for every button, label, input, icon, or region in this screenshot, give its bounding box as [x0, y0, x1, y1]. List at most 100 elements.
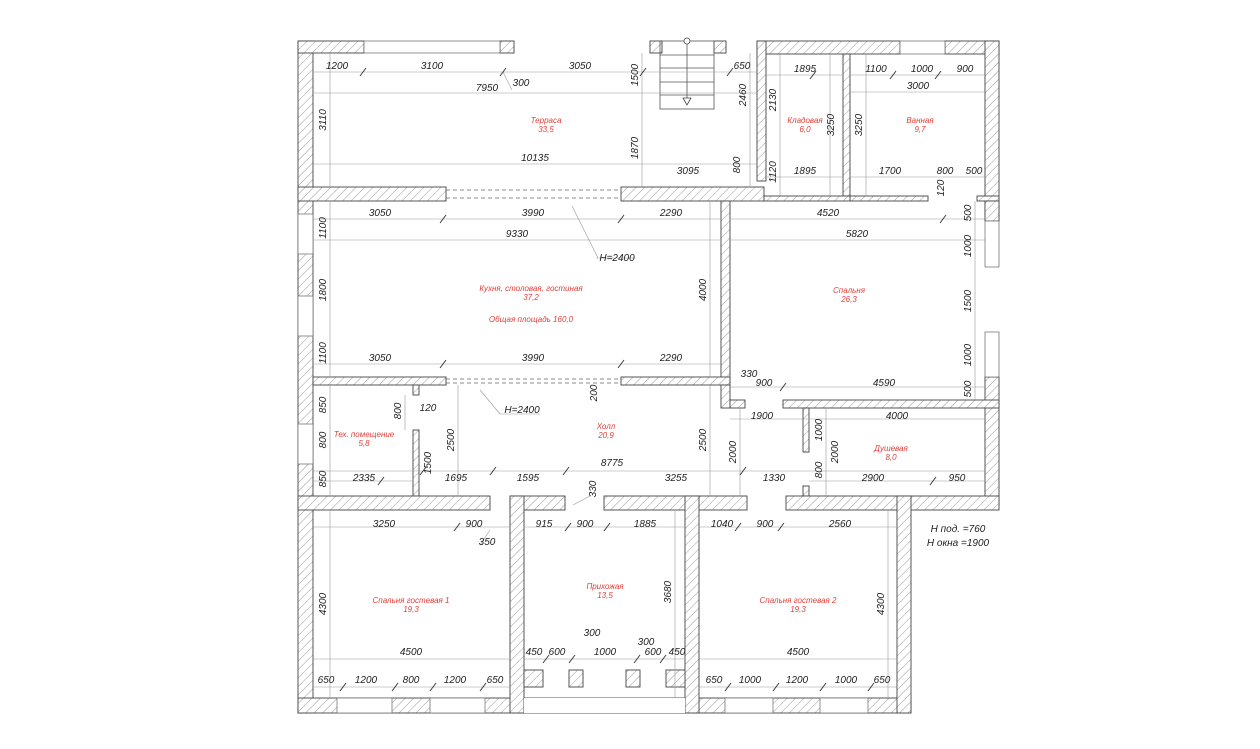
shower-partition-upper [802, 407, 810, 453]
dim-label: 4000 [886, 411, 909, 422]
dim-label: 2560 [828, 519, 852, 530]
windows [297, 40, 1000, 714]
dimension-ticks [339, 67, 947, 692]
dim-label: 300 [584, 628, 601, 639]
room-name-entry: Прихожая [586, 582, 624, 591]
guest1-entry-partition [509, 495, 525, 714]
pantry-top-wall [756, 40, 901, 55]
dim-label: 2500 [698, 428, 709, 452]
room-area-pantry: 6,0 [799, 125, 811, 134]
entry-guest2-partition [684, 495, 700, 714]
dim-label: 3050 [369, 353, 392, 364]
window-bath-top [899, 40, 946, 55]
hall-bedroom-stub-2 [729, 399, 746, 409]
dim-label: 3250 [854, 113, 865, 136]
annotations: H=2400 H=2400 H под. =760 H окна =1900 [504, 253, 989, 549]
dim-label: 950 [949, 473, 966, 484]
stairs [659, 37, 715, 110]
dim-label: 4590 [873, 378, 896, 389]
height-mark-upper: H=2400 [599, 253, 635, 264]
dim-label: 1000 [835, 675, 858, 686]
room-area-guest2: 19,3 [790, 605, 806, 614]
kitchen-bedroom-partition [720, 200, 731, 388]
dim-label: 2900 [861, 473, 885, 484]
outer-wall-right-mid [984, 200, 1000, 222]
dim-label: 850 [318, 470, 329, 487]
dim-label: 3990 [522, 208, 545, 219]
dim-label: 3250 [826, 113, 837, 136]
dim-label: 7950 [476, 83, 499, 94]
dim-label: 1000 [911, 64, 934, 75]
room-name-terrace: Терраса [531, 116, 562, 125]
dim-label: 915 [536, 519, 553, 530]
room-name-guest1: Спальня гостевая 1 [373, 596, 450, 605]
entry-pier-right [665, 669, 686, 688]
entry-pier-mid-right [625, 669, 641, 688]
dim-label: 650 [706, 675, 723, 686]
dim-label: 1500 [630, 63, 641, 86]
terrace-top-wall-left [297, 40, 365, 54]
outer-wall-right-guest [896, 495, 912, 714]
outer-wall-right-top [984, 40, 1000, 222]
room-name-bedroom: Спальня [833, 286, 866, 295]
dim-label: 4300 [876, 592, 887, 615]
dim-label: 800 [318, 431, 329, 448]
dim-label: 1895 [794, 64, 817, 75]
pantry-left-wall [756, 40, 767, 182]
dim-label: 4300 [318, 592, 329, 615]
hall-bedroom-stub [720, 384, 731, 409]
dim-label: 200 [589, 384, 600, 402]
dim-label: 800 [393, 402, 404, 419]
dim-label: 2290 [659, 208, 683, 219]
terrace-column-2 [649, 40, 663, 54]
room-name-tech: Тех. помещение [334, 430, 395, 439]
height-mark-lower: H=2400 [504, 405, 540, 416]
kitchen-bottom-wall-left [312, 376, 447, 386]
entry-pier-left [523, 669, 544, 688]
kitchen-bottom-wall-right [620, 376, 731, 386]
dim-label: 3100 [421, 61, 444, 72]
shower-partition-lower [802, 485, 810, 497]
dim-label: 1120 [768, 161, 779, 183]
dim-label: 3050 [569, 61, 592, 72]
room-area-bedroom: 26,3 [840, 295, 857, 304]
dim-label: 1500 [963, 289, 974, 312]
dim-label: 3110 [318, 109, 329, 131]
dim-label: 2460 [738, 83, 749, 107]
window-bedroom-right-2 [984, 331, 1000, 378]
dim-label: 120 [420, 403, 437, 414]
window-guest1-bottom-1 [336, 697, 393, 714]
dim-label: 450 [526, 647, 543, 658]
tech-room-partition [412, 429, 420, 497]
terrace-bottom-wall-right [620, 186, 765, 202]
dim-label: 1900 [751, 411, 774, 422]
room-name-kitchen: Кухня, столовая, гостиная [479, 284, 583, 293]
dim-label: 800 [937, 166, 954, 177]
dim-label: 500 [966, 166, 983, 177]
dim-label: 3255 [665, 473, 688, 484]
dim-label: 330 [588, 480, 599, 497]
room-name-guest2: Спальня гостевая 2 [760, 596, 838, 605]
dim-label: 1000 [594, 647, 617, 658]
window-guest2-bottom-1 [724, 697, 774, 714]
dim-label: 3990 [522, 353, 545, 364]
dim-label: 900 [756, 378, 773, 389]
note-window-height: H окна =1900 [927, 538, 990, 549]
dim-label: 800 [814, 461, 825, 478]
dim-label: 1870 [630, 136, 641, 159]
dim-label: 2130 [768, 88, 779, 112]
dim-label: 850 [318, 396, 329, 413]
dim-label: 2000 [728, 440, 739, 464]
dim-label: 300 [513, 78, 530, 89]
dim-label: 900 [957, 64, 974, 75]
outer-wall-right-lower [984, 376, 1000, 506]
room-area-bathroom: 9,7 [914, 125, 926, 134]
dim-label: 2000 [830, 440, 841, 464]
window-guest1-bottom-2 [429, 697, 486, 714]
dim-label: 4500 [787, 647, 810, 658]
bath-bottom-wall [849, 195, 929, 202]
dim-label: 1885 [634, 519, 657, 530]
dim-label: 120 [936, 179, 947, 196]
stairs-arrow-icon [682, 97, 692, 106]
room-area-tech: 5,8 [358, 439, 370, 448]
